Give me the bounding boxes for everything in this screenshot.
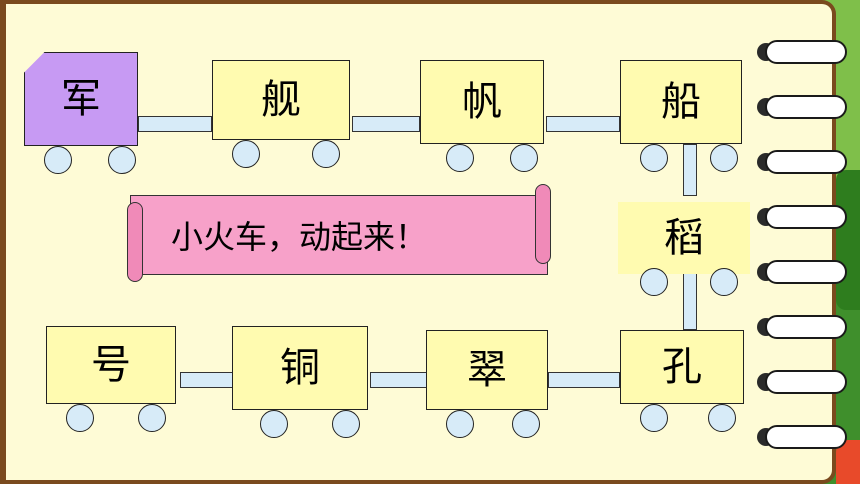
spiral-ring <box>757 315 847 339</box>
train-car[interactable]: 稻 <box>618 202 750 274</box>
train-car[interactable]: 船 <box>620 60 742 144</box>
wheel <box>640 404 668 432</box>
spiral-ring <box>757 150 847 174</box>
wheel <box>640 144 668 172</box>
car-character: 军 <box>61 76 101 122</box>
wheel <box>510 144 538 172</box>
wheel <box>312 140 340 168</box>
car-coupler <box>546 116 620 132</box>
train-car[interactable]: 号 <box>46 326 176 404</box>
wheel <box>708 404 736 432</box>
train-engine[interactable]: 军 <box>24 52 138 146</box>
wheel <box>332 410 360 438</box>
car-character: 舰 <box>261 77 301 123</box>
spiral-ring <box>757 95 847 119</box>
spiral-ring <box>757 370 847 394</box>
car-coupler <box>370 372 428 388</box>
car-coupler <box>180 372 236 388</box>
wheel <box>446 410 474 438</box>
scroll-end <box>535 184 551 264</box>
slogan-banner: 小火车，动起来！ <box>127 184 551 282</box>
spiral-ring <box>757 425 847 449</box>
tree-decoration <box>836 170 860 310</box>
car-coupler <box>683 272 697 330</box>
car-character: 铜 <box>280 345 320 391</box>
car-coupler <box>138 116 212 132</box>
train-car[interactable]: 舰 <box>212 60 350 140</box>
spiral-ring <box>757 205 847 229</box>
wheel <box>710 268 738 296</box>
slogan-text: 小火车，动起来！ <box>171 218 428 256</box>
spiral-ring <box>757 40 847 64</box>
car-character: 帆 <box>462 79 502 125</box>
wheel <box>138 404 166 432</box>
spiral-ring <box>757 260 847 284</box>
wheel <box>446 144 474 172</box>
wheel <box>260 410 288 438</box>
car-character: 孔 <box>662 344 702 390</box>
car-character: 翠 <box>467 347 507 393</box>
car-character: 号 <box>91 342 131 388</box>
wheel <box>44 146 72 174</box>
wheel <box>232 140 260 168</box>
car-coupler <box>548 372 620 388</box>
car-character: 稻 <box>664 215 704 261</box>
train-car[interactable]: 帆 <box>420 60 544 144</box>
train-car[interactable]: 孔 <box>620 330 744 404</box>
car-character: 船 <box>661 79 701 125</box>
train-car[interactable]: 铜 <box>232 326 368 410</box>
scroll-end <box>127 202 143 282</box>
wheel <box>512 410 540 438</box>
wheel <box>710 144 738 172</box>
wheel <box>640 268 668 296</box>
car-coupler <box>683 144 697 196</box>
wheel <box>66 404 94 432</box>
train-car[interactable]: 翠 <box>426 330 548 410</box>
wheel <box>108 146 136 174</box>
car-coupler <box>352 116 420 132</box>
